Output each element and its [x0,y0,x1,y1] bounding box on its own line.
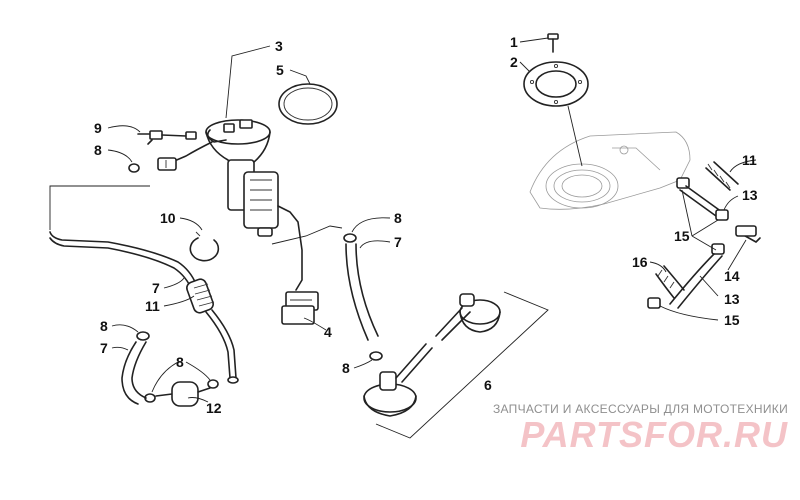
callout-11-sleeve: 11 [145,298,160,314]
leader-lines [107,37,757,403]
fuel-pump-assembly [205,119,279,237]
callout-13-upper: 13 [742,187,758,203]
callout-8-upper-left: 8 [94,142,102,158]
watermark-tagline: ЗАПЧАСТИ И АКСЕССУАРЫ ДЛЯ МОТОТЕХНИКИ [492,402,788,416]
hose-clamp-small [128,163,219,403]
callout-8-center-top: 8 [394,210,402,226]
callout-13-lower: 13 [724,291,740,307]
callout-11-right: 11 [742,152,757,168]
sender-connector [281,291,319,325]
callout-14: 14 [724,268,740,284]
callout-8-lower-left: 8 [100,318,108,334]
callout-1: 1 [510,34,518,50]
callout-15-upper: 15 [674,228,690,244]
callout-9: 9 [94,120,102,136]
vent-hose-assembly [647,161,761,309]
wire-harness [157,141,303,291]
fuel-hose-lower [121,341,147,405]
callout-6: 6 [484,377,492,393]
callout-7-center: 7 [394,234,402,250]
o-ring-gasket [278,83,338,125]
mounting-gasket [523,61,589,167]
fuel-tank-outline [529,131,691,210]
callout-7-main-line: 7 [152,280,160,296]
callout-5: 5 [276,62,284,78]
hose-clamp [189,231,220,262]
leader-bracket-left [49,185,343,245]
callout-16: 16 [632,254,648,270]
callout-8-center-bottom: 8 [342,360,350,376]
callout-3: 3 [275,38,283,54]
callout-numbers: 1 2 3 5 9 8 10 7 11 8 7 8 12 8 7 4 8 6 1… [94,34,758,416]
callout-10: 10 [160,210,176,226]
watermark-logo: PARTSFOR.RU [520,414,788,455]
callout-7-lower-hose: 7 [100,340,108,356]
mounting-screw [547,33,559,53]
fuel-pickup-assembly [363,291,549,439]
callout-4: 4 [324,324,332,340]
callout-15-lower: 15 [724,312,740,328]
callout-12: 12 [206,400,222,416]
fuel-line-main [49,231,239,384]
callout-2: 2 [510,54,518,70]
inline-fuel-filter [155,381,211,407]
elbow-fitting [137,130,197,145]
fuel-hose-center [343,233,383,361]
callout-8-filter: 8 [176,354,184,370]
